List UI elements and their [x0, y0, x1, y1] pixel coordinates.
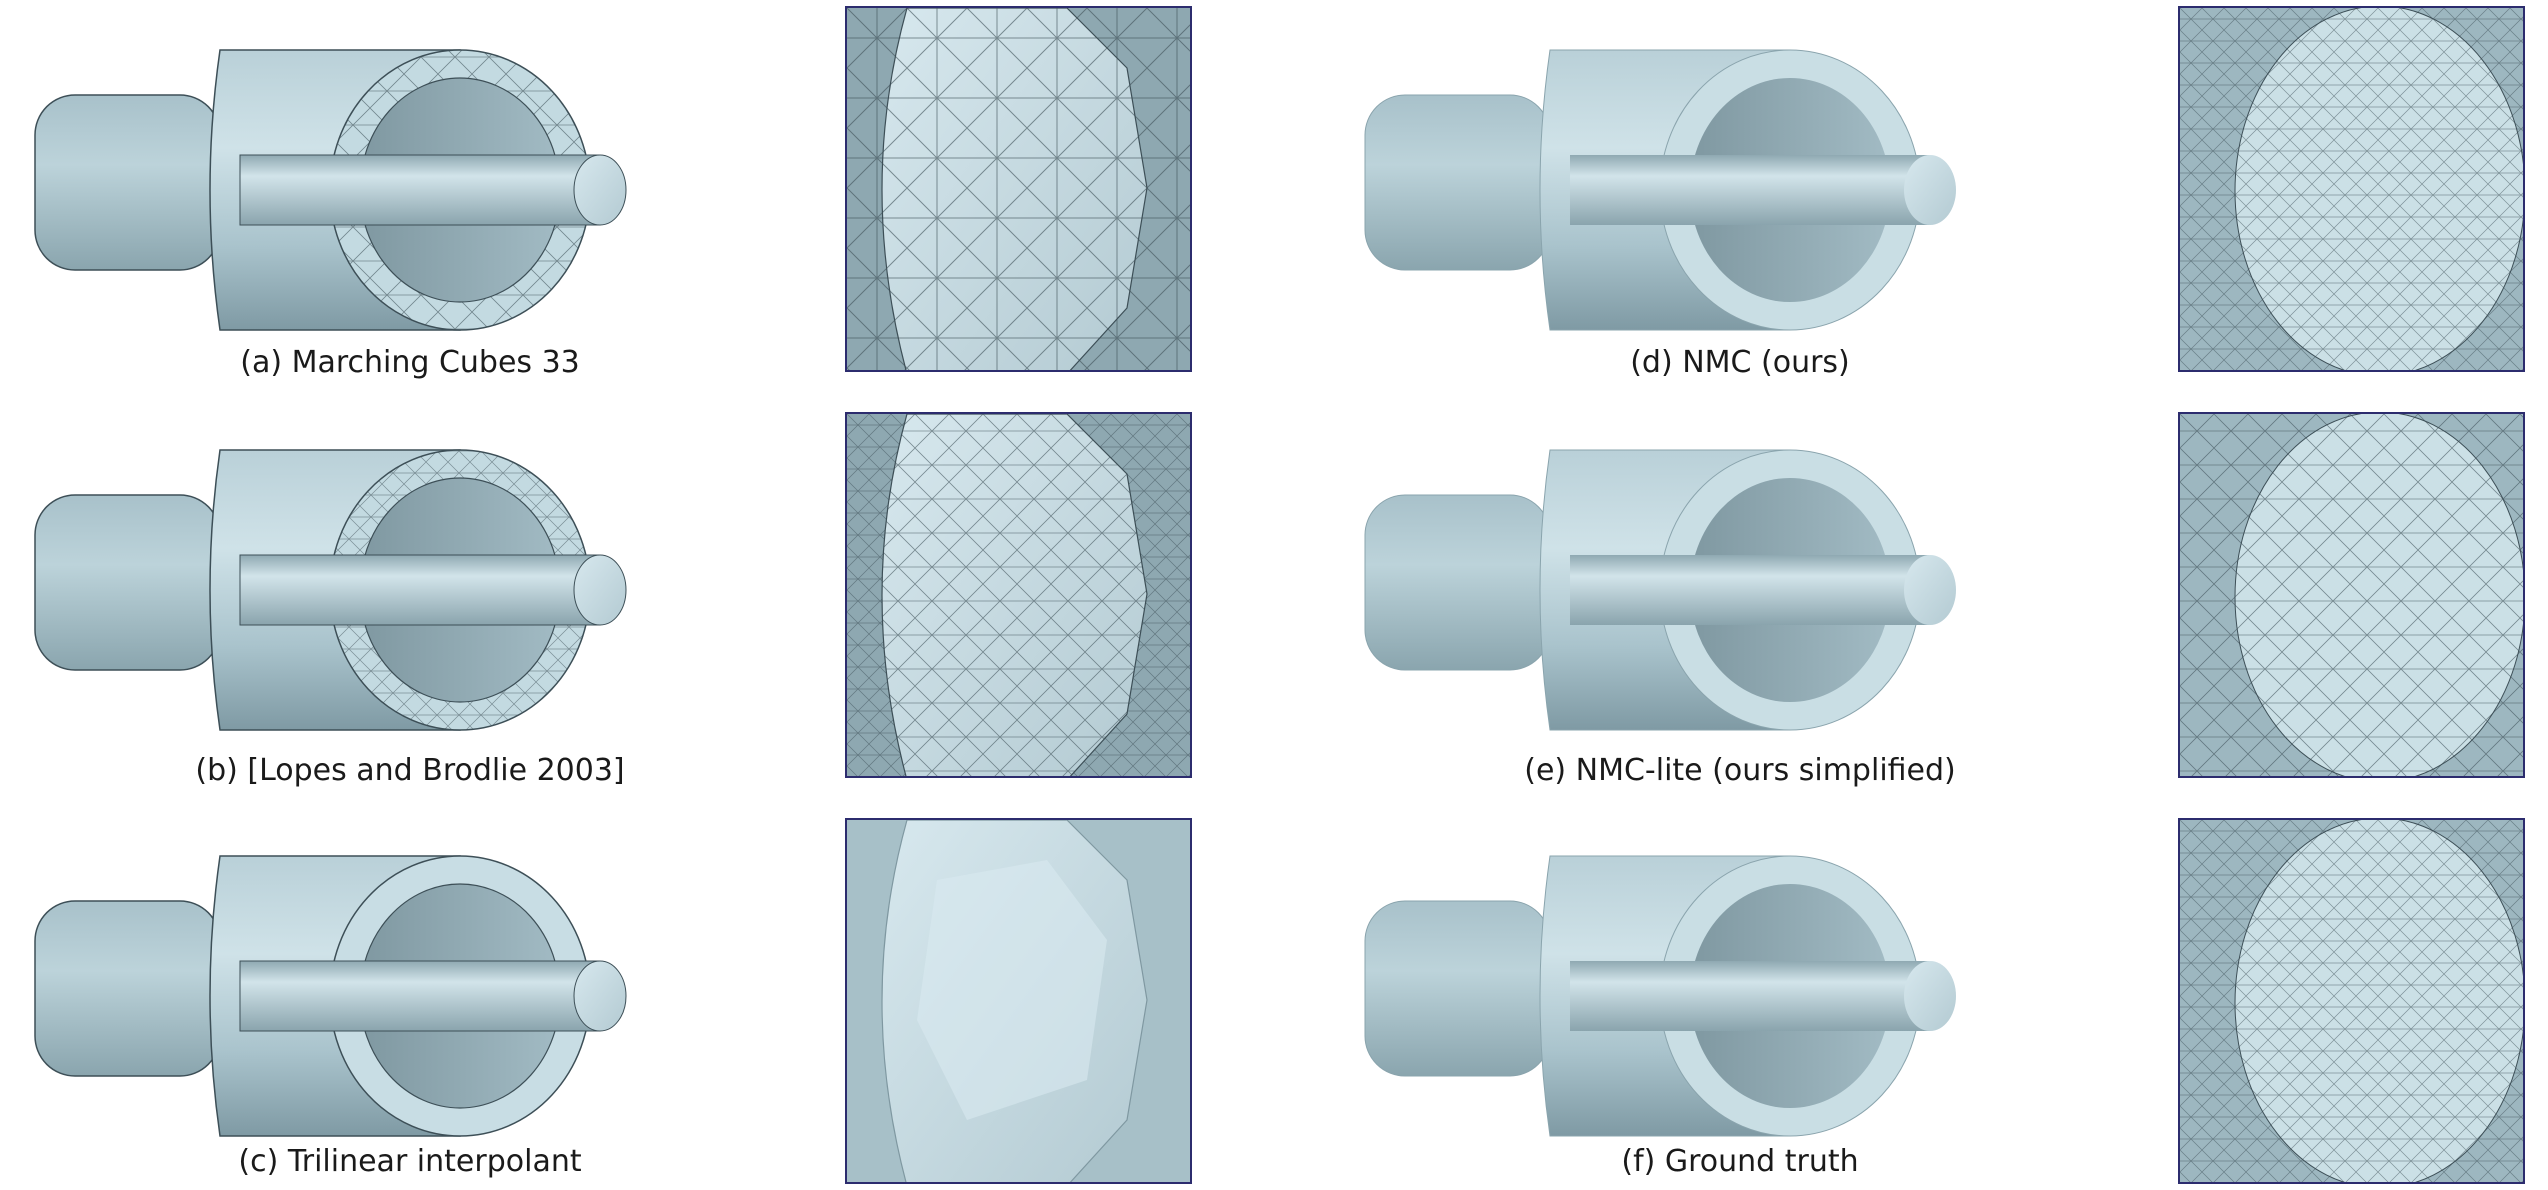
panel-c: (c) Trilinear interpolant	[0, 816, 1200, 1190]
zoom-inset-c	[845, 818, 1192, 1184]
zoom-inset-e	[2178, 412, 2525, 778]
mesh-render-a	[34, 49, 627, 331]
zoom-inset-a	[845, 6, 1192, 372]
zoom-inset-f	[2178, 818, 2525, 1184]
panel-f: (f) Ground truth	[1330, 816, 2530, 1190]
panel-a: (a) Marching Cubes 33	[0, 0, 1200, 400]
mesh-render-e	[1364, 449, 1956, 731]
mesh-render-d	[1364, 49, 1956, 331]
zoom-inset-b	[845, 412, 1192, 778]
panel-b: (b) [Lopes and Brodlie 2003]	[0, 408, 1200, 808]
caption-c: (c) Trilinear interpolant	[238, 1144, 582, 1179]
panel-e: (e) NMC-lite (ours simplified)	[1330, 408, 2530, 808]
mesh-render-c	[34, 855, 627, 1137]
caption-e: (e) NMC-lite (ours simplified)	[1524, 753, 1956, 788]
mesh-render-b	[34, 449, 627, 731]
panel-d: (d) NMC (ours)	[1330, 0, 2530, 400]
mesh-render-f	[1364, 855, 1956, 1137]
caption-a: (a) Marching Cubes 33	[240, 345, 580, 380]
caption-d: (d) NMC (ours)	[1630, 345, 1850, 380]
caption-b: (b) [Lopes and Brodlie 2003]	[195, 753, 625, 788]
zoom-inset-d	[2178, 6, 2525, 372]
caption-f: (f) Ground truth	[1621, 1144, 1859, 1179]
